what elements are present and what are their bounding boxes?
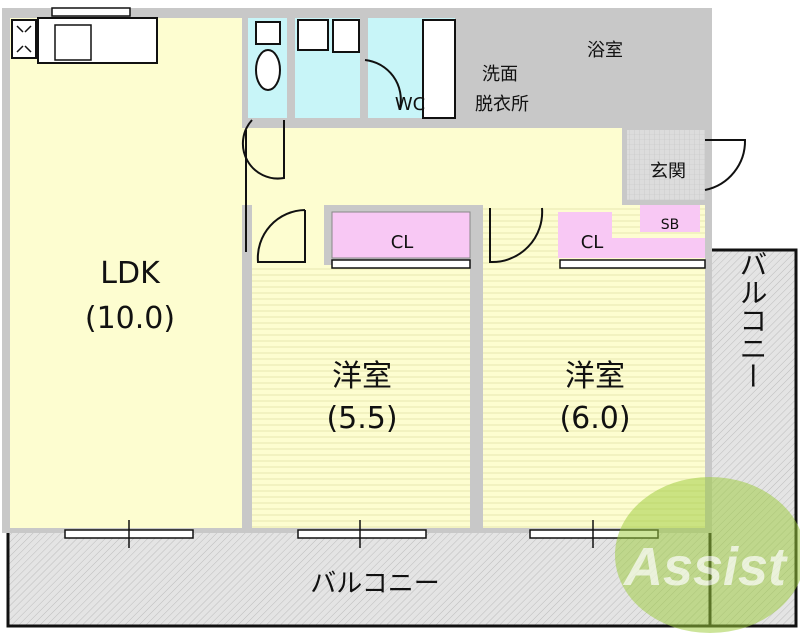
stove-icon xyxy=(11,19,37,59)
room-2-label: 洋室 xyxy=(565,359,625,394)
closet-1 xyxy=(331,211,471,259)
ldk-floor xyxy=(10,18,242,528)
entrance-floor xyxy=(627,130,705,200)
washbasin-icon xyxy=(297,19,329,51)
svg-text:Assist: Assist xyxy=(622,537,788,597)
ldk-label: LDK xyxy=(100,256,161,291)
assist-logo: Assist xyxy=(615,477,800,633)
room-1-door[interactable] xyxy=(256,209,306,263)
entrance-door[interactable] xyxy=(704,139,747,191)
windows xyxy=(64,520,659,548)
western-room-1-floor xyxy=(252,265,470,528)
closet-1-doors[interactable] xyxy=(331,259,471,269)
shoe-box xyxy=(640,205,700,232)
balcony-bottom-label: バルコニー xyxy=(310,569,439,599)
toilet-label: WC xyxy=(395,94,425,115)
kitchen-window xyxy=(51,7,131,17)
closet-1-label: CL xyxy=(391,232,414,253)
closet-2-label: CL xyxy=(581,232,604,253)
toilet-icon xyxy=(255,49,281,91)
washroom-label-2: 脱衣所 xyxy=(475,94,529,115)
washing-machine-icon xyxy=(332,19,360,53)
toilet-tank xyxy=(255,21,281,45)
room-1-label: 洋室 xyxy=(332,359,392,394)
bathtub-icon xyxy=(422,19,456,119)
hallway-floor xyxy=(242,128,622,205)
burner-marks xyxy=(16,25,32,53)
room-2-door[interactable] xyxy=(489,207,544,264)
closet-2-doors[interactable] xyxy=(559,259,706,269)
entrance-label: 玄関 xyxy=(650,161,686,182)
bathroom-door[interactable] xyxy=(364,59,402,109)
room-2-size: (6.0) xyxy=(559,401,630,436)
balcony-right-label: バルコニー xyxy=(736,250,769,390)
bathroom-label: 浴室 xyxy=(587,40,623,61)
western-room-2-floor xyxy=(483,205,705,528)
washroom-label-1: 洗面 xyxy=(482,64,518,85)
room-1-size: (5.5) xyxy=(326,401,397,436)
shoe-box-label: SB xyxy=(661,217,680,233)
closet-2 xyxy=(558,212,705,258)
ldk-size: (10.0) xyxy=(85,301,175,336)
sink-icon xyxy=(54,24,92,61)
